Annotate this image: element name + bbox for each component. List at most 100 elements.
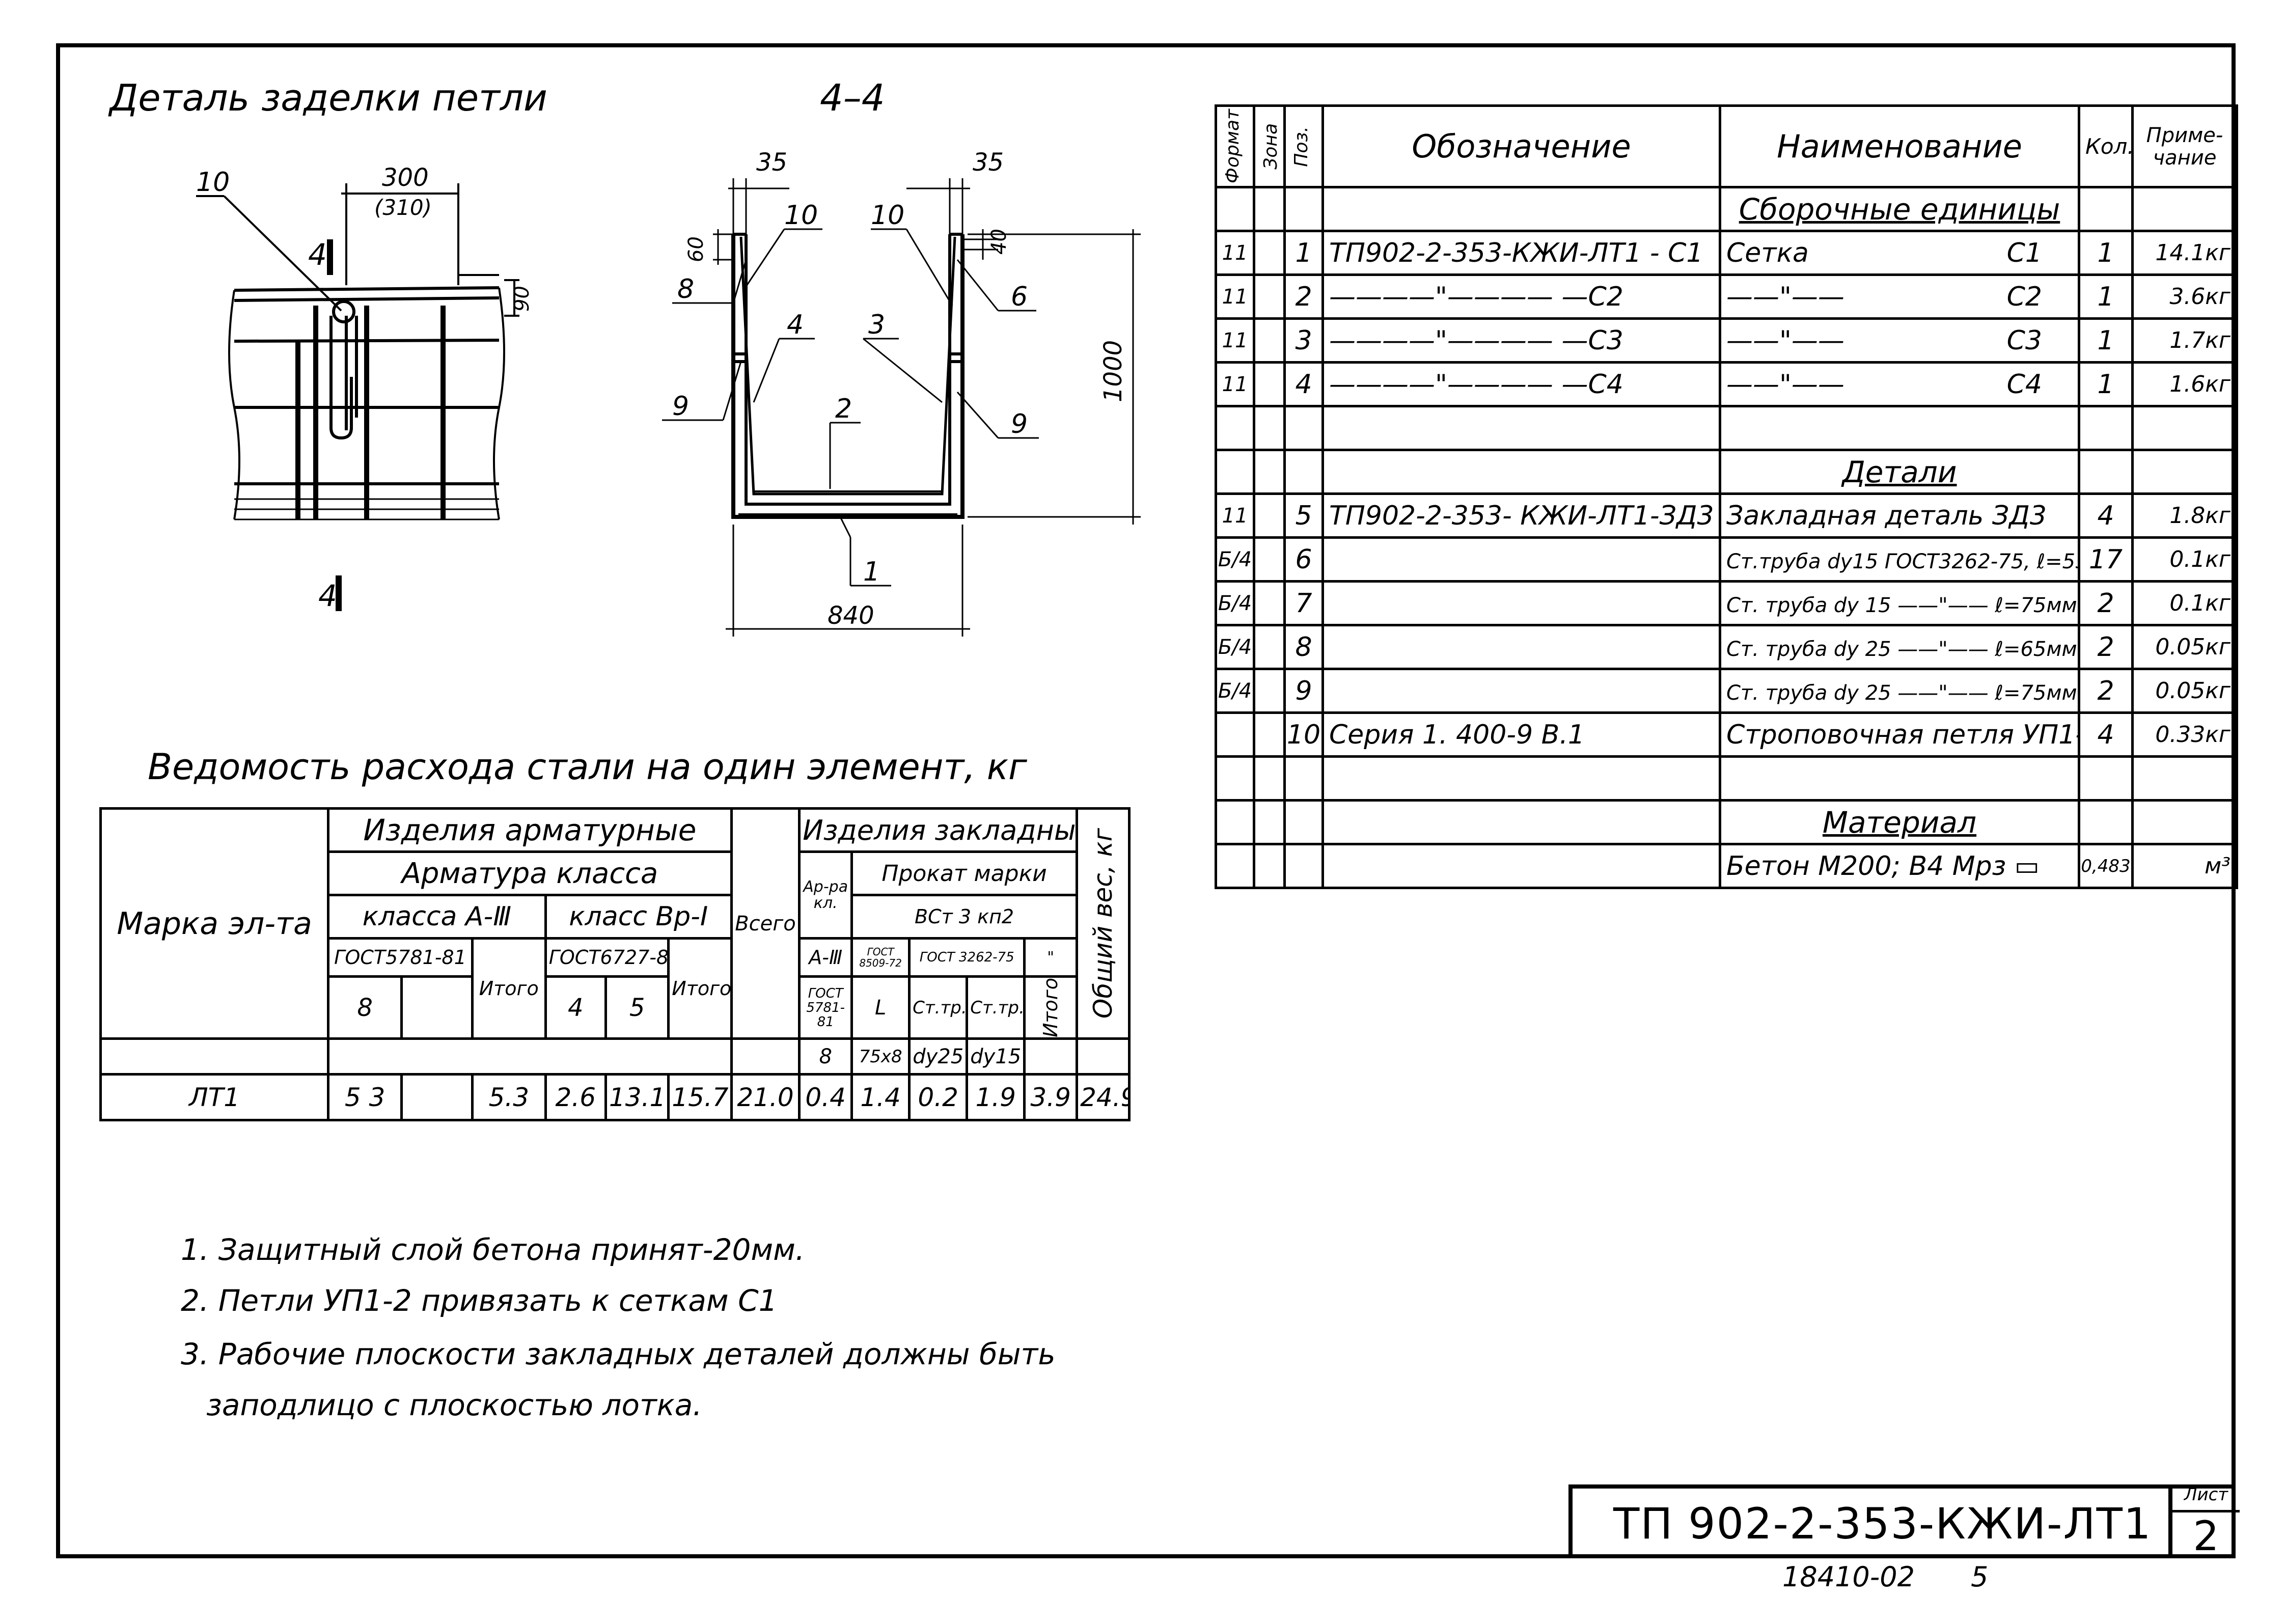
steel-h-mark: Марка эл-та: [99, 807, 330, 1040]
spec-cell-name: Бетон М200; В4 Мрз ▭: [1719, 843, 2080, 889]
spec-cell-designation: [1321, 186, 1721, 232]
section-pos-4: 4: [787, 310, 804, 340]
spec-cell-note: 0.1кг: [2131, 536, 2238, 583]
steel-consumption-table: Марка эл-та Изделия арматурные Всего Изд…: [99, 807, 1131, 1122]
steel-table-title: Ведомость расхода стали на один элемент,…: [148, 746, 1027, 788]
spec-cell-zone: [1253, 624, 1286, 670]
spec-cell-zone: [1253, 273, 1286, 320]
page-number: 5: [1971, 1561, 1989, 1593]
spec-cell-pos: [1283, 843, 1324, 889]
spec-name-text: Закладная деталь ЗД3: [1726, 500, 2047, 531]
spec-cell-name: Строповочная петля УП1-2: [1719, 711, 2080, 758]
steel-h-gost6727: ГОСТ6727-80: [544, 937, 670, 978]
steel-h-5: 5: [604, 975, 670, 1040]
spec-row: [1215, 755, 2238, 802]
spec-cell-format: 11: [1215, 361, 1255, 407]
spec-name-text: Ст. труба dу 25 ——"—— ℓ=65мм: [1726, 637, 2077, 661]
section-dim-35-left: 35: [756, 148, 787, 177]
spec-cell-empty: [1719, 405, 2080, 451]
steel-row-L: 1.4: [850, 1073, 911, 1122]
detail-section-mark-top: 4: [308, 237, 327, 272]
spec-cell-pos: 4: [1283, 361, 1324, 407]
sheet-label: Лист: [2172, 1484, 2240, 1512]
spec-section-heading: Детали: [1719, 449, 2080, 495]
steel-row-itogo3: 3.9: [1023, 1073, 1079, 1122]
inventory-number: 18410-02: [1782, 1561, 1915, 1593]
spec-row: Сборочные единицы: [1215, 186, 2238, 232]
spec-cell-format: Б/4: [1215, 668, 1255, 714]
spec-cell-zone: [1253, 361, 1286, 407]
spec-cell-qty: 2: [2078, 580, 2134, 626]
spec-cell-qty: [2078, 186, 2134, 232]
spec-name-text: Сетка: [1726, 237, 1809, 268]
section-pos-8: 8: [677, 274, 694, 305]
spec-cell-pos: 2: [1283, 273, 1324, 320]
spec-cell-name: ——"——С3: [1719, 317, 2080, 364]
spec-cell-empty: [2131, 755, 2238, 802]
spec-cell-format: Б/4: [1215, 536, 1255, 583]
spec-cell-qty: 4: [2078, 492, 2134, 539]
spec-cell-designation: ТП902-2-353- КЖИ-ЛТ1-ЗД3: [1321, 492, 1721, 539]
spec-cell-pos: 3: [1283, 317, 1324, 364]
spec-cell-zone: [1253, 536, 1286, 583]
steel-h-pipe25: Ст.тр.: [908, 975, 969, 1040]
spec-cell-qty: 1: [2078, 230, 2134, 276]
spec-cell-qty: 4: [2078, 711, 2134, 758]
spec-cell-format: [1215, 449, 1255, 495]
spec-cell-format: Б/4: [1215, 580, 1255, 626]
steel-row-blank: [400, 1073, 474, 1122]
spec-cell-pos: 10: [1283, 711, 1324, 758]
spec-name-text: Ст. труба dу 25 ——"—— ℓ=75мм: [1726, 681, 2077, 705]
spec-cell-zone: [1253, 317, 1286, 364]
section-pos-10-right: 10: [871, 200, 904, 231]
spec-cell-designation: ————"———— —С2: [1321, 273, 1721, 320]
spec-cell-pos: 5: [1283, 492, 1324, 539]
spec-cell-qty: 1: [2078, 361, 2134, 407]
spec-cell-empty: [1321, 755, 1721, 802]
spec-cell-name: Закладная деталь ЗД3: [1719, 492, 2080, 539]
spec-cell-designation: [1321, 668, 1721, 714]
section-4-4-drawing: 35 35 60 40 10 10 8 6 4 3 9 9 2 1 1000 8…: [662, 148, 1141, 637]
section-dim-840: 840: [828, 601, 874, 630]
steel-h-8: 8: [327, 975, 403, 1040]
spec-section-heading: Материал: [1719, 799, 2080, 845]
spec-name-text: Ст. труба dу 15 ——"—— ℓ=75мм: [1726, 593, 2077, 617]
section-pos-6: 6: [1011, 282, 1028, 312]
spec-mark-text: С1: [2006, 237, 2042, 268]
steel-h-gost5781: ГОСТ5781-81: [327, 937, 474, 978]
steel-h-gost3262: ГОСТ 3262-75: [908, 937, 1026, 978]
spec-cell-format: [1215, 799, 1255, 845]
spec-cell-designation: [1321, 843, 1721, 889]
spec-cell-name: Ст.труба dу15 ГОСТ3262-75, ℓ=55мм: [1719, 536, 2080, 583]
section-pos-1: 1: [863, 557, 880, 587]
steel-h-total: Общий вес, кг: [1076, 807, 1131, 1040]
steel-h-8b: 8: [798, 1037, 853, 1076]
steel-h-vst: ВСт 3 кп2: [850, 894, 1079, 940]
spec-cell-empty: [1321, 405, 1721, 451]
spec-cell-format: [1215, 843, 1255, 889]
detail-pos-10: 10: [196, 167, 230, 198]
spec-cell-note: м³: [2131, 843, 2238, 889]
spec-cell-empty: [1253, 405, 1286, 451]
steel-h-75x8: 75х8: [850, 1037, 911, 1076]
detail-dim-300: 300: [382, 163, 429, 192]
note-1: 1. Защитный слой бетона принят-20мм.: [181, 1232, 805, 1267]
spec-cell-note: 0.05кг: [2131, 624, 2238, 670]
spec-cell-pos: [1283, 799, 1324, 845]
steel-row-v5: 13.1: [604, 1073, 670, 1122]
spec-cell-note: [2131, 799, 2238, 845]
spec-cell-designation: [1321, 449, 1721, 495]
spec-cell-zone: [1253, 711, 1286, 758]
spec-cell-empty: [2078, 405, 2134, 451]
spec-cell-name: ——"——С4: [1719, 361, 2080, 407]
spec-name-text: Ст.труба dу15 ГОСТ3262-75, ℓ=55мм: [1726, 549, 2077, 573]
spec-cell-name: Ст. труба dу 15 ——"—— ℓ=75мм: [1719, 580, 2080, 626]
note-2: 2. Петли УП1-2 привязать к сеткам С1: [181, 1283, 778, 1318]
steel-row-p15: 1.9: [966, 1073, 1026, 1122]
spec-cell-zone: [1253, 230, 1286, 276]
section-pos-2: 2: [835, 394, 852, 424]
